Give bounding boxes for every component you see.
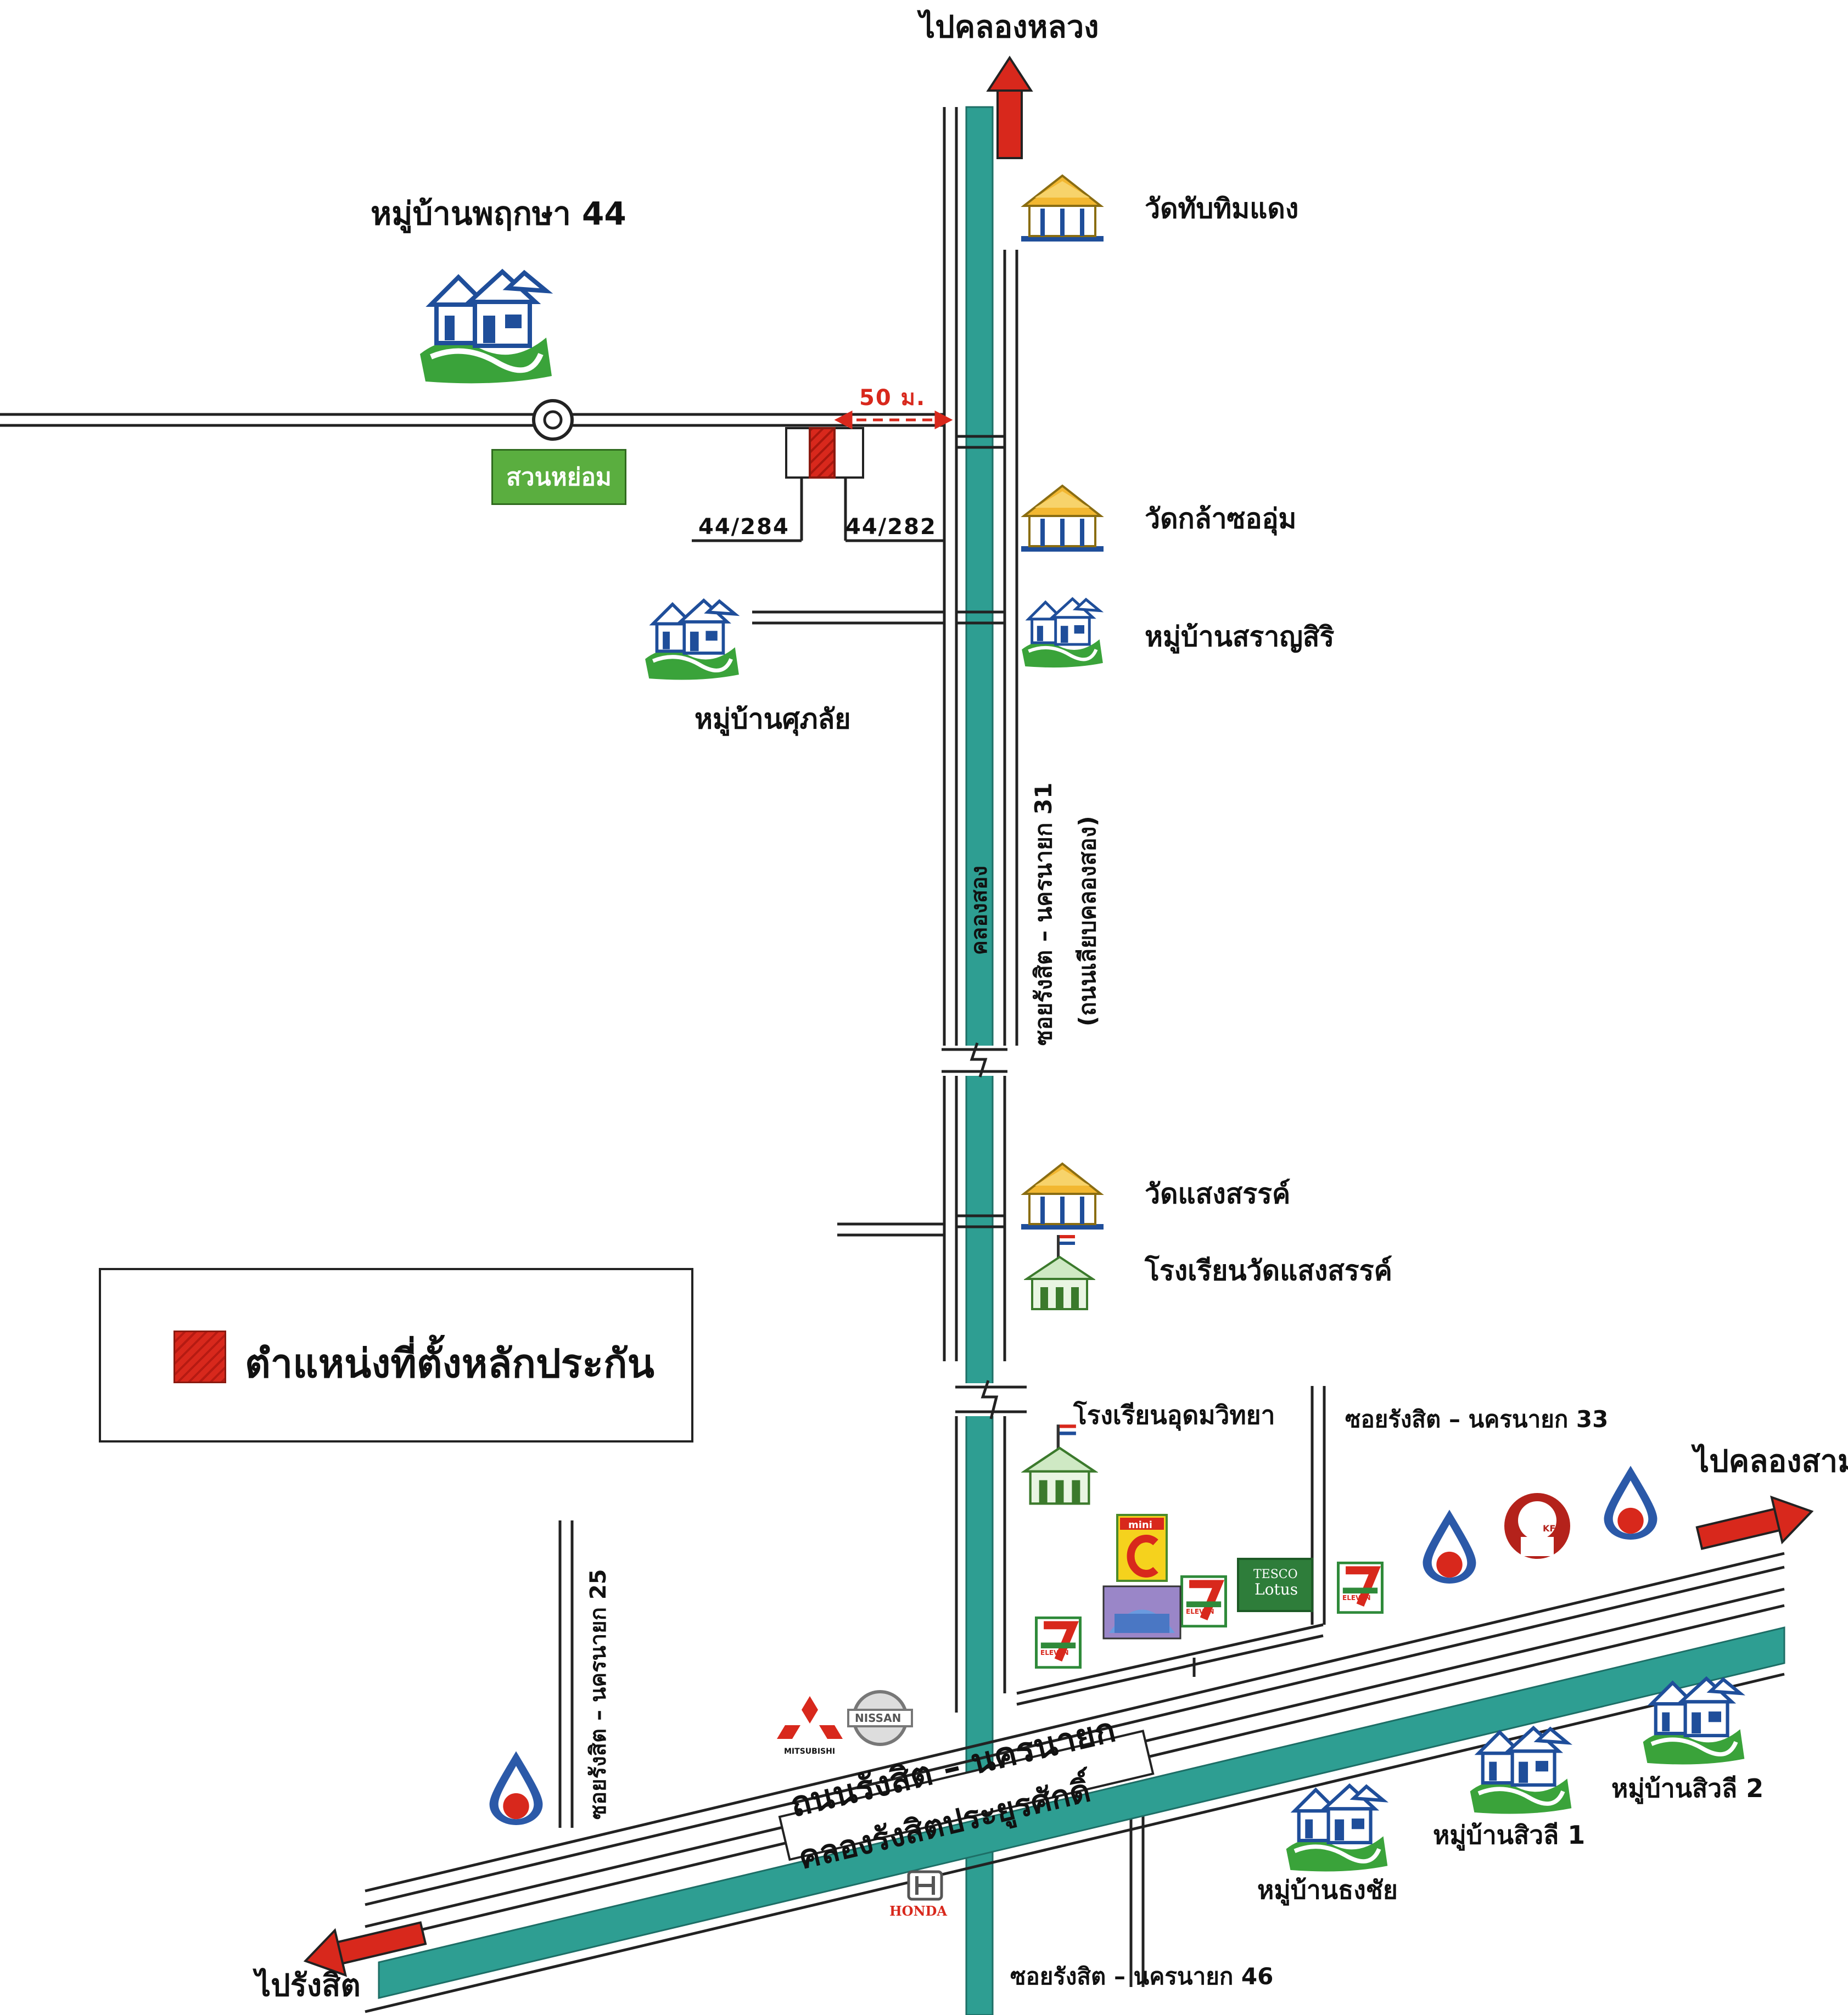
seven-label: ELEVEN <box>1186 1608 1214 1615</box>
honda-label: HONDA <box>889 1903 947 1919</box>
school-saengsan-label: โรงเรียนวัดแสงสรรค์ <box>1145 1255 1392 1287</box>
main-canal <box>378 1626 1785 1999</box>
village-icon <box>1022 599 1103 667</box>
tesco-lotus-icon <box>1237 1558 1313 1612</box>
soi33-label: ซอยรังสิต – นครนายก 33 <box>1345 1406 1609 1433</box>
temple-icon <box>1021 176 1104 242</box>
house-number-left: 44/284 <box>698 514 789 540</box>
temple-icon <box>1021 486 1104 552</box>
village-thongchai-label: หมู่บ้านธงชัย <box>1257 1875 1398 1905</box>
road-break-symbol <box>942 1042 1027 1419</box>
village-icon <box>420 272 552 383</box>
mini-c-icon <box>1116 1514 1168 1582</box>
mitsubishi-label: MITSUBISHI <box>784 1747 835 1756</box>
village-icon <box>1470 1728 1572 1814</box>
legend-swatch <box>173 1331 226 1383</box>
village-pruksa44-label: หมู่บ้านพฤกษา 44 <box>371 195 626 232</box>
collateral-location-marker <box>809 427 836 479</box>
village-icon <box>1286 1786 1388 1871</box>
mini-label: mini <box>1128 1519 1152 1531</box>
road-soi-33 <box>1311 1386 1326 1625</box>
seven-eleven-icon <box>1338 1563 1382 1613</box>
soi25-label: ซอยรังสิต – นครนายก 25 <box>586 1569 611 1820</box>
soi31-sub-label: (ถนนเลียบคลองสอง) <box>1074 816 1101 1026</box>
tesco-label: TESCO <box>1253 1568 1298 1581</box>
arrow-west <box>303 1921 427 1977</box>
road-pruksa <box>0 413 944 427</box>
distance-label: 50 ม. <box>859 385 926 411</box>
kfc-icon <box>1504 1493 1570 1559</box>
direction-east-label: ไปคลองสาม <box>1694 1444 1848 1479</box>
village-saransiri-label: หมู่บ้านสราญสิริ <box>1145 621 1335 653</box>
road-soi-25 <box>558 1520 574 1828</box>
seven-eleven-icon <box>1036 1618 1080 1668</box>
mitsubishi-icon <box>777 1696 843 1739</box>
legend: ตำแหน่งที่ตั้งหลักประกัน <box>99 1268 693 1443</box>
gas-station-icon <box>1423 1509 1476 1584</box>
school-icon <box>1026 1234 1094 1310</box>
park-label: สวนหย่อม <box>491 449 626 505</box>
canal2-label: คลองสอง <box>967 866 992 955</box>
village-icon <box>645 600 739 680</box>
vertical-road <box>943 107 1018 1713</box>
legend-label: ตำแหน่งที่ตั้งหลักประกัน <box>245 1340 654 1387</box>
seven-label: ELEVEN <box>1342 1594 1371 1602</box>
market-icon <box>1102 1585 1181 1640</box>
soi46-label: ซอยรังสิต – นครนายก 46 <box>1010 1963 1274 1990</box>
village-supalai-label: หมู่บ้านศุภลัย <box>695 703 851 735</box>
seven-label: ELEVEN <box>1040 1649 1069 1657</box>
arrow-north <box>986 55 1033 159</box>
wat-klasoaum-label: วัดกล้าซออุ่ม <box>1145 503 1297 535</box>
distance-dimension <box>834 410 953 430</box>
gas-station-icon <box>1604 1466 1657 1540</box>
soi31-label: ซอยรังสิต – นครนายก 31 <box>1030 783 1057 1046</box>
kfc-label: KFC <box>1543 1523 1562 1534</box>
seven-eleven-icon <box>1181 1576 1225 1626</box>
house-number-right: 44/282 <box>845 514 937 540</box>
village-siwalee1-label: หมู่บ้านสิวลี 1 <box>1433 1820 1586 1850</box>
main-diagonal-road <box>365 1552 1785 2013</box>
honda-icon <box>907 1870 943 1901</box>
wat-tubtim-label: วัดทับทิมแดง <box>1145 193 1299 224</box>
lotus-label: Lotus <box>1255 1580 1298 1598</box>
nissan-label: NISSAN <box>855 1711 901 1725</box>
arrow-east <box>1695 1495 1814 1550</box>
temple-icon <box>1021 1164 1104 1230</box>
direction-north-label: ไปคลองหลวง <box>920 9 1099 45</box>
school-udom-label: โรงเรียนอุดมวิทยา <box>1073 1400 1275 1430</box>
village-siwalee2-label: หมู่บ้านสิวลี 2 <box>1611 1773 1764 1803</box>
direction-west-label: ไปรังสิต <box>255 1968 361 2003</box>
school-icon <box>1024 1424 1095 1503</box>
wat-saengsan-label: วัดแสงสรรค์ <box>1145 1178 1291 1210</box>
gas-station-icon <box>489 1751 543 1825</box>
nissan-icon <box>847 1690 913 1746</box>
